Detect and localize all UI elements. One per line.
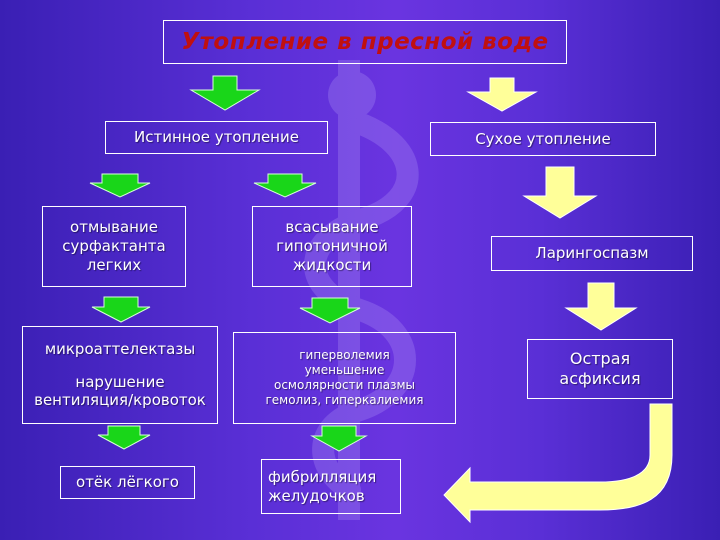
fibrillation-line-2: желудочков (268, 486, 365, 505)
green-arrow-down-icon (97, 425, 151, 450)
hypervolemia-box: гиперволемия уменьшение осмолярности пла… (233, 332, 456, 424)
green-arrow-down-icon (310, 425, 368, 452)
microatelectasis-label: микроаттелектазы (44, 339, 196, 358)
green-arrow-down-icon (89, 173, 151, 198)
yellow-arrow-down-icon (466, 77, 538, 112)
surfactant-washout-box: отмывание сурфактанта легких (42, 206, 186, 287)
green-arrow-down-icon (189, 75, 261, 111)
surfactant-line-2: сурфактанта (62, 237, 166, 256)
asphyxia-line-2: асфиксия (559, 369, 641, 388)
green-arrow-down-icon (299, 297, 361, 324)
hypervolemia-line-3: осмолярности плазмы (273, 378, 415, 392)
lung-edema-box: отёк лёгкого (60, 466, 195, 499)
lung-edema-label: отёк лёгкого (76, 473, 179, 492)
yellow-arrow-down-icon (564, 282, 638, 331)
ventilation-box: микроаттелектазы нарушение вентиляция/кр… (22, 326, 218, 424)
hypervolemia-line-4: гемолиз, гиперкалиемия (265, 393, 424, 407)
laryngospasm-label: Ларингоспазм (535, 244, 649, 263)
asphyxia-line-1: Острая (569, 349, 631, 368)
green-arrow-down-icon (91, 296, 151, 323)
dry-drowning-box: Сухое утопление (430, 122, 656, 156)
ventilation-line-1: нарушение (75, 372, 165, 391)
yellow-arrow-down-icon (522, 166, 598, 219)
hypotonic-absorption-box: всасывание гипотоничной жидкости (252, 206, 412, 287)
green-arrow-down-icon (253, 173, 317, 198)
hypervolemia-line-1: гиперволемия (299, 348, 390, 362)
acute-asphyxia-box: Острая асфиксия (527, 339, 673, 399)
true-drowning-box: Истинное утопление (105, 121, 328, 154)
laryngospasm-box: Ларингоспазм (491, 236, 693, 271)
curved-yellow-arrow-icon (443, 403, 673, 524)
absorption-line-2: гипотоничной (276, 237, 388, 256)
surfactant-line-1: отмывание (70, 218, 158, 237)
fibrillation-line-1: фибрилляция (268, 467, 377, 486)
page-title: Утопление в пресной воде (163, 20, 567, 64)
ventilation-line-2: вентиляция/кровоток (34, 391, 206, 410)
absorption-line-3: жидкости (292, 255, 372, 274)
absorption-line-1: всасывание (285, 218, 379, 237)
hypervolemia-line-2: уменьшение (304, 363, 385, 377)
surfactant-line-3: легких (86, 255, 142, 274)
true-drowning-label: Истинное утопление (134, 128, 299, 147)
fibrillation-box: фибрилляция желудочков (261, 459, 401, 514)
dry-drowning-label: Сухое утопление (475, 129, 611, 148)
